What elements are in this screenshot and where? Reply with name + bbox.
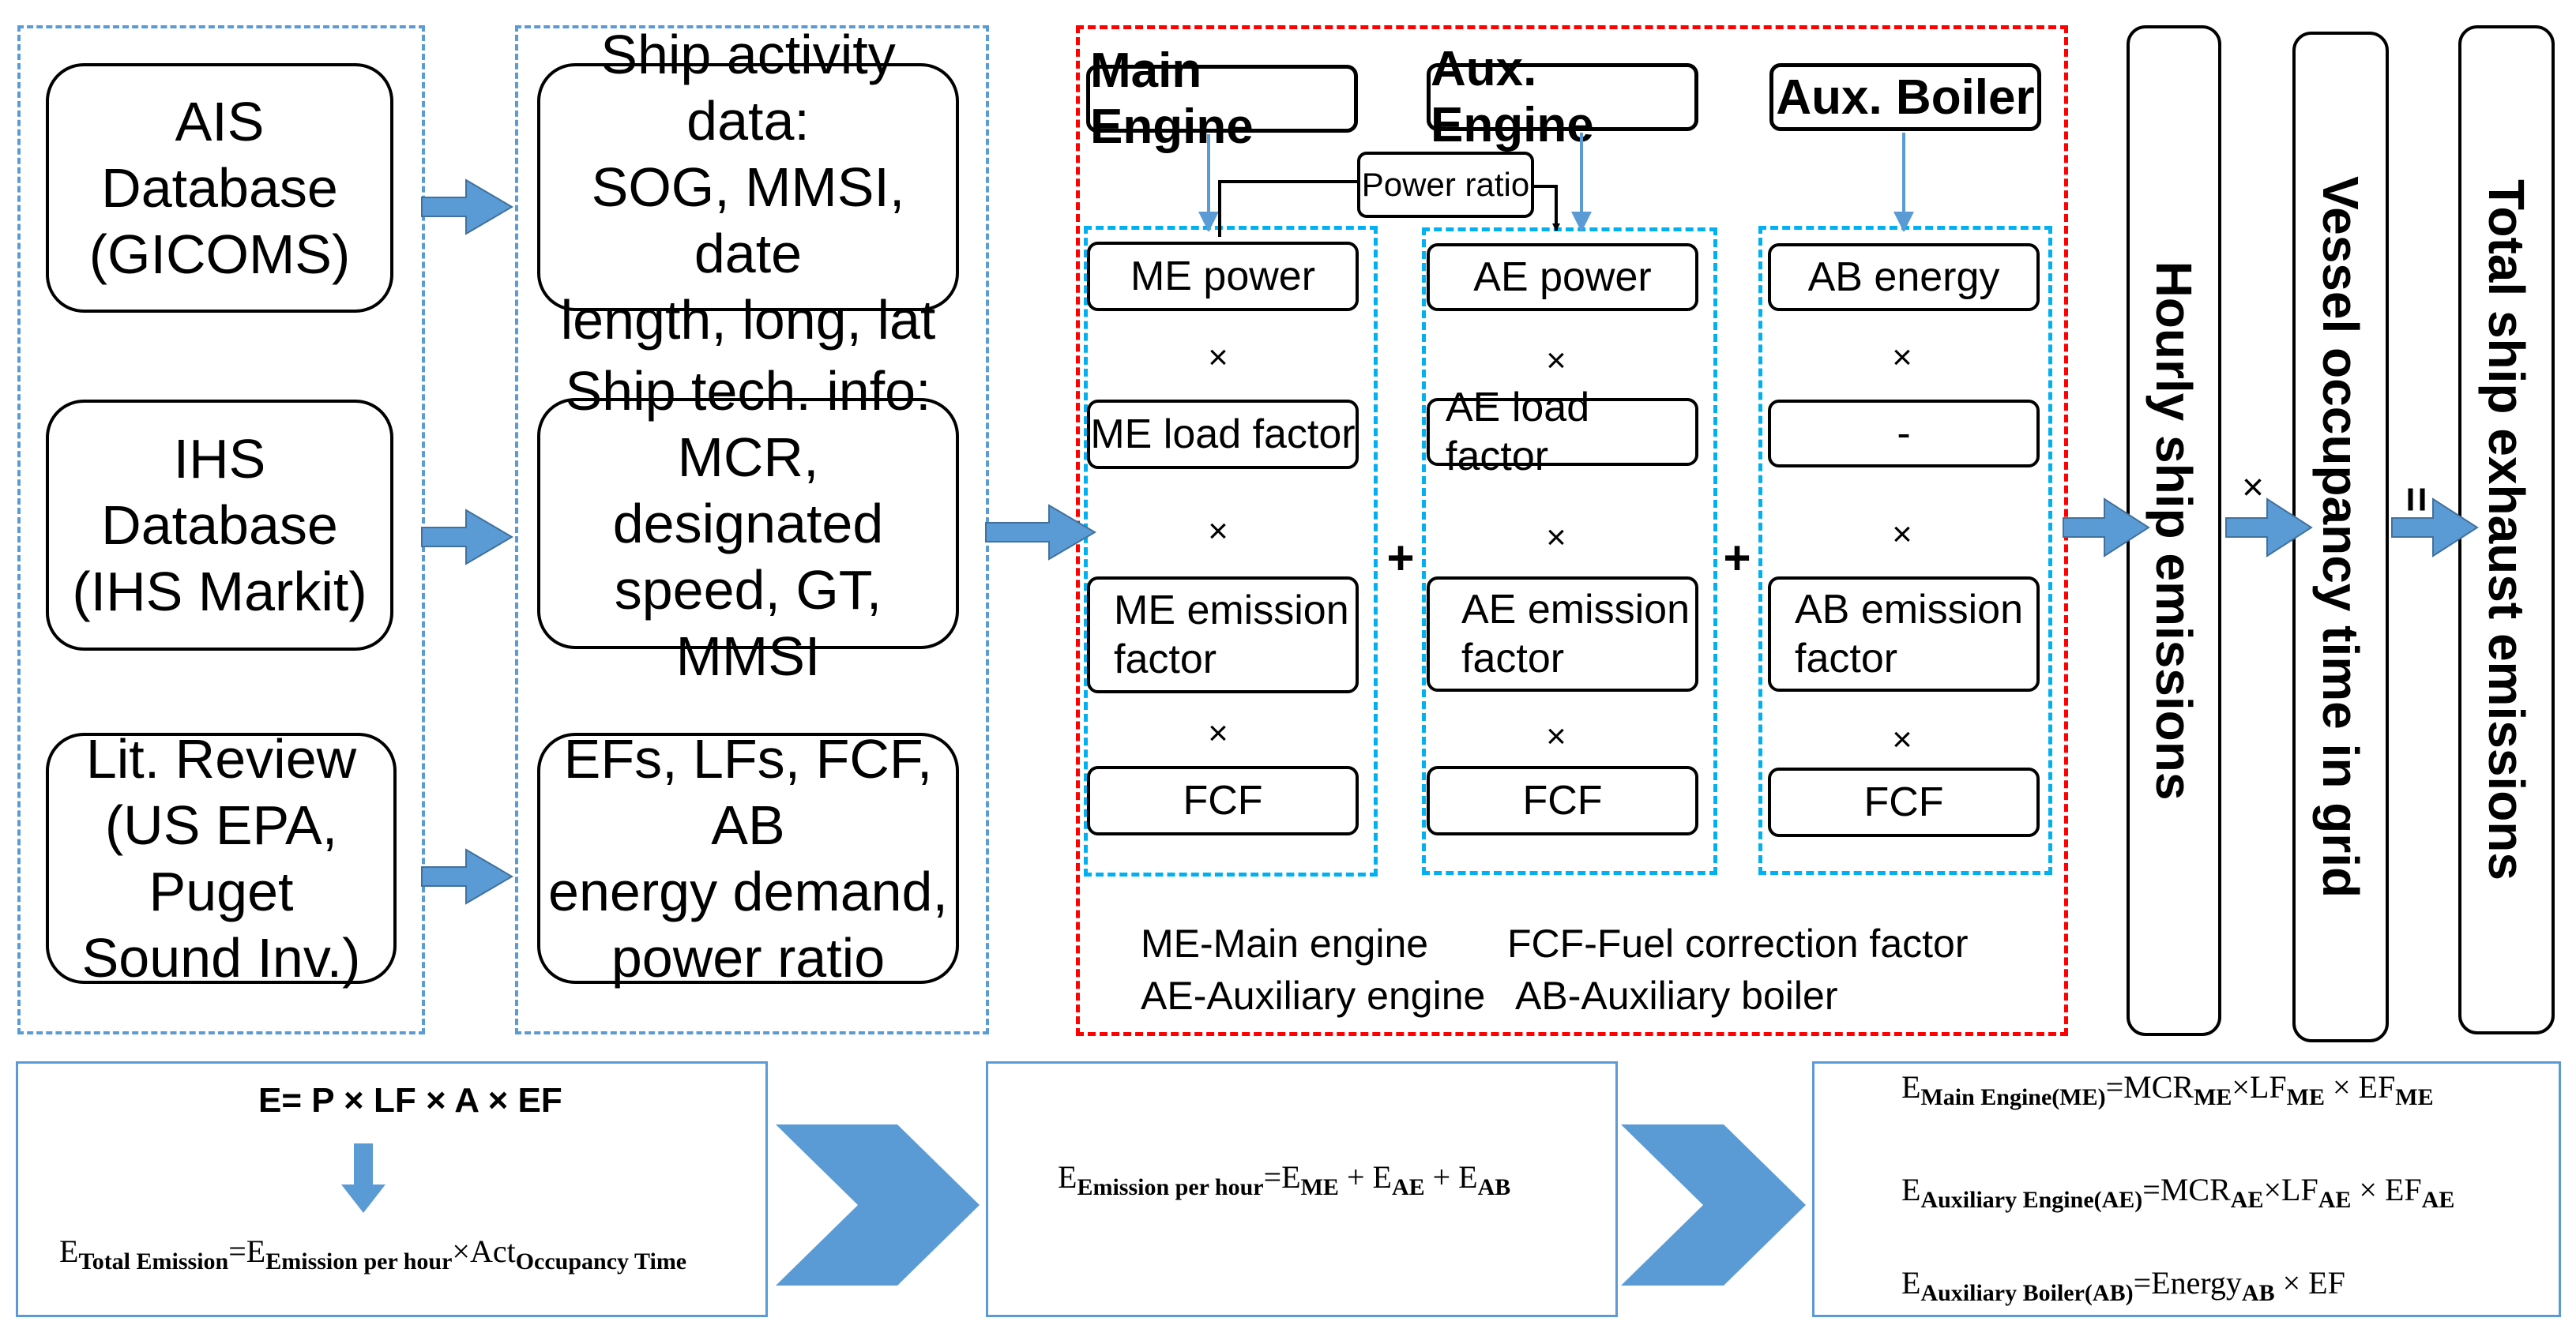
basic-emission-formula: E= P × LF × A × EF	[258, 1081, 562, 1120]
total-emission-formula-box: E= P × LF × A × EF ETotal Emission=EEmis…	[16, 1061, 768, 1317]
output-multiply-sign: ×	[2241, 467, 2265, 509]
legend-ab: AB-Auxiliary boiler	[1515, 974, 1838, 1018]
plus-sign-2: +	[1723, 531, 1751, 584]
ship-activity-data-box: Ship activity data: SOG, MMSI, date leng…	[537, 24, 959, 351]
ae-multiply-2: ×	[1546, 518, 1566, 557]
engine-formulas-box: EMain Engine(ME)=MCRME×LFME × EFME EAuxi…	[1812, 1061, 2561, 1317]
chevron-1	[776, 1124, 980, 1286]
ae-multiply-3: ×	[1546, 717, 1566, 756]
ab-fcf-box: FCF	[1768, 768, 2040, 837]
ab-multiply-3: ×	[1892, 720, 1912, 759]
me-fcf-box: FCF	[1087, 766, 1359, 835]
me-multiply-3: ×	[1208, 714, 1228, 753]
aux-boiler-header: Aux. Boiler	[1769, 63, 2041, 131]
ae-fcf-box: FCF	[1427, 766, 1698, 835]
ae-power-box: AE power	[1427, 243, 1698, 311]
main-engine-group	[1084, 226, 1378, 877]
arrow-formula-down	[341, 1143, 385, 1213]
emission-parameters-box: EFs, LFs, FCF, AB energy demand, power r…	[537, 728, 959, 989]
arrow-lit-to-params	[421, 848, 513, 905]
aux-engine-group	[1422, 227, 1717, 875]
arrow-data-to-calc	[985, 504, 1096, 561]
plus-sign-1: +	[1386, 531, 1415, 584]
ae-emission-factor-box: AE emission factor	[1427, 576, 1698, 692]
ihs-database-box: IHS Database (IHS Markit)	[46, 400, 393, 651]
arrow-ihs-to-tech	[421, 509, 513, 565]
me-emission-factor-box: ME emission factor	[1087, 576, 1359, 693]
main-engine-header: Main Engine	[1086, 43, 1358, 154]
power-ratio-line-in	[1218, 180, 1357, 237]
main-engine-formula: EMain Engine(ME)=MCRME×LFME × EFME	[1901, 1069, 2434, 1110]
me-multiply-2: ×	[1208, 512, 1228, 550]
aux-engine-formula: EAuxiliary Engine(AE)=MCRAE×LFAE × EFAE	[1901, 1172, 2455, 1213]
legend-me: ME-Main engine	[1141, 922, 1429, 966]
ab-emission-factor-box: AB emission factor	[1768, 576, 2040, 692]
arrow-hourly-to-occupancy	[2225, 497, 2313, 557]
ab-load-factor-box: -	[1768, 400, 2040, 467]
arrow-calc-to-hourly	[2063, 497, 2150, 557]
power-ratio-box: Power ratio	[1357, 152, 1534, 218]
legend-fcf: FCF-Fuel correction factor	[1507, 922, 1969, 966]
arrow-ais-to-activity	[421, 178, 513, 235]
ae-multiply-1: ×	[1546, 341, 1566, 380]
me-multiply-1: ×	[1208, 338, 1228, 377]
hourly-emission-formula-box: EEmission per hour=EME + EAE + EAB	[986, 1061, 1618, 1317]
aux-boiler-formula: EAuxiliary Boiler(AB)=EnergyAB × EF	[1901, 1265, 2345, 1306]
power-ratio-line-out	[1534, 185, 1560, 231]
me-power-box: ME power	[1087, 242, 1359, 311]
chevron-2	[1621, 1124, 1806, 1286]
literature-review-box: Lit. Review (US EPA, Puget Sound Inv.)	[46, 728, 397, 989]
ais-database-box: AIS Database (GICOMS)	[46, 63, 393, 313]
ab-multiply-1: ×	[1892, 338, 1912, 377]
aux-engine-header: Aux. Engine	[1427, 42, 1698, 152]
vessel-occupancy-box: Vessel occupancy time in grid	[2292, 32, 2389, 1042]
hourly-emission-formula: EEmission per hour=EME + EAE + EAB	[1058, 1159, 1511, 1200]
me-load-factor-box: ME load factor	[1087, 400, 1359, 469]
arrow-occupancy-to-total	[2391, 497, 2479, 557]
ab-multiply-2: ×	[1892, 515, 1912, 554]
total-emission-formula: ETotal Emission=EEmission per hour×ActOc…	[59, 1233, 687, 1275]
ab-energy-box: AB energy	[1768, 243, 2040, 311]
legend-ae: AE-Auxiliary engine	[1141, 974, 1486, 1018]
